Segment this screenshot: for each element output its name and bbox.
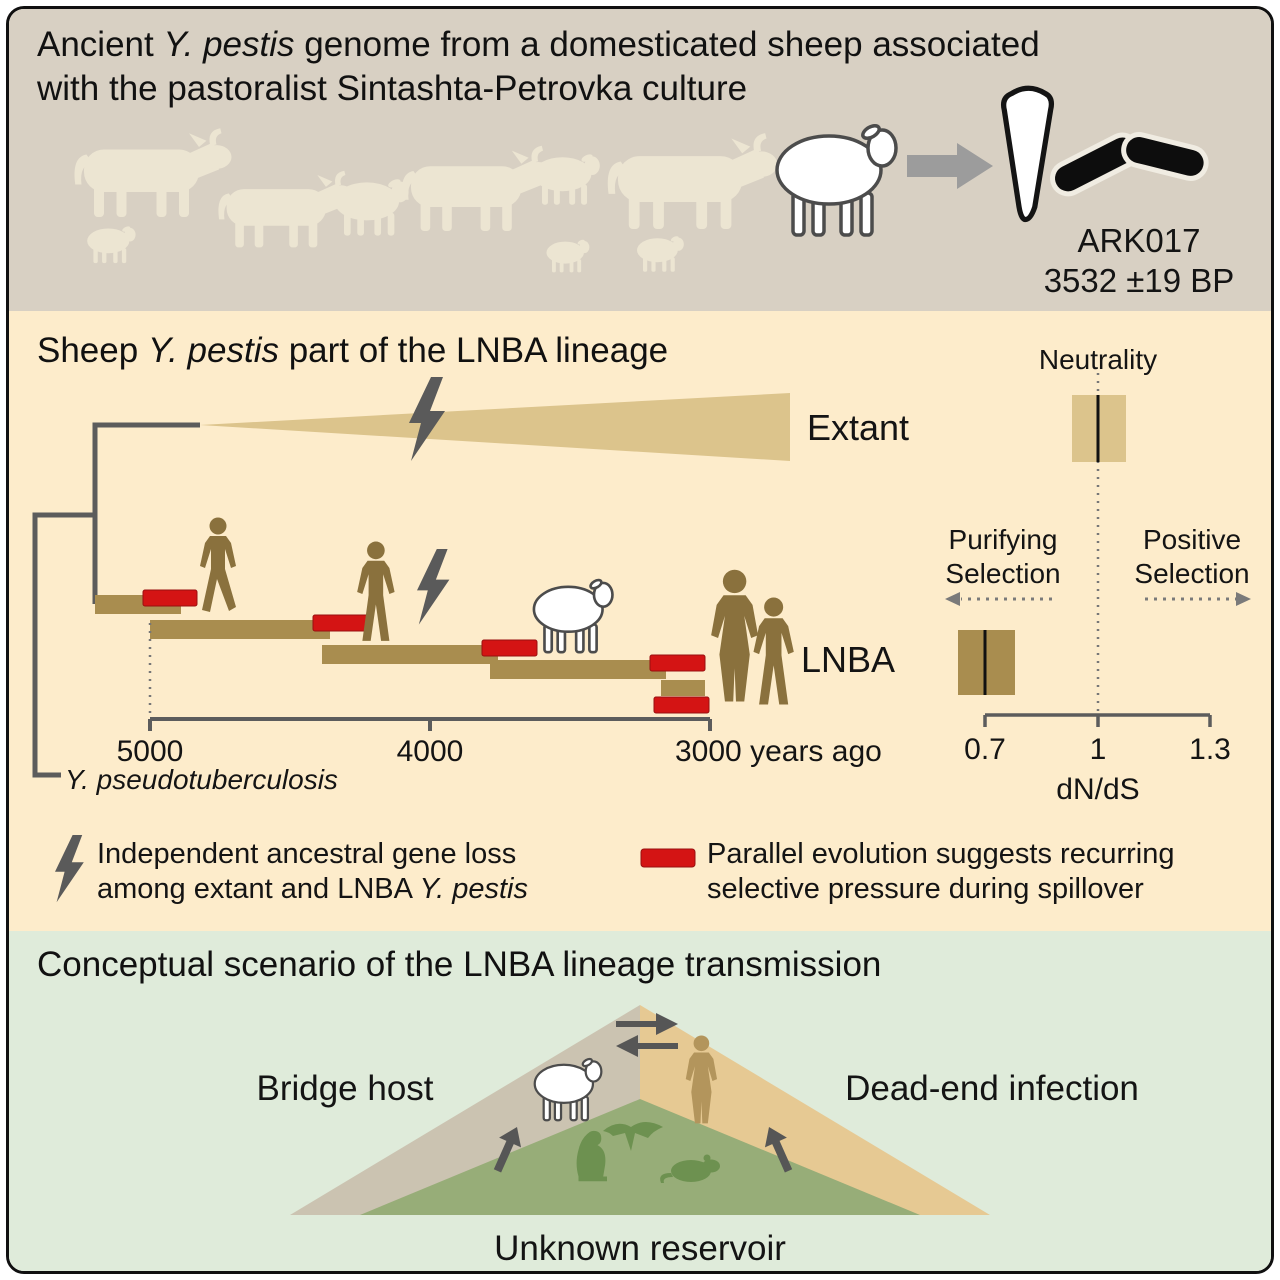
- bridge-host-label: Bridge host: [256, 1069, 434, 1108]
- purifying-arrow-head-icon: [945, 592, 960, 606]
- sample-id: ARK017: [1077, 222, 1201, 259]
- middle-title-pre: Sheep: [37, 331, 139, 370]
- middle-title: Sheep Y. pestis part of the LNBA lineage: [37, 329, 668, 373]
- human-host-3-silhouette: [711, 569, 759, 702]
- panel-sample-origin: Ancient Y. pestis genome from a domestic…: [9, 9, 1271, 311]
- graphical-abstract-frame: Ancient Y. pestis genome from a domestic…: [6, 6, 1274, 1274]
- sampled-sheep-silhouette: [775, 121, 898, 237]
- panel-transmission-scenario: Conceptual scenario of the LNBA lineage …: [9, 931, 1271, 1271]
- top-title: Ancient Y. pestis genome from a domestic…: [37, 23, 1040, 111]
- legend-gene-loss-line1: Independent ancestral gene loss: [97, 838, 517, 870]
- extant-clade-wedge: [200, 393, 790, 461]
- phylogeny-graphics: [32, 373, 1251, 903]
- livestock-herd-silhouettes: [74, 128, 778, 273]
- purifying-line2: Selection: [945, 558, 1061, 589]
- yersinia-bacteria-icon: [1047, 130, 1209, 199]
- timeline-tick-4000: 4000: [396, 735, 464, 768]
- bottom-title: Conceptual scenario of the LNBA lineage …: [37, 945, 882, 984]
- positive-arrow-head-icon: [1236, 592, 1251, 606]
- purifying-line1: Purifying: [948, 524, 1058, 555]
- sampling-arrow-icon: [907, 143, 993, 189]
- phylogenetic-tree-lines: [32, 422, 200, 778]
- middle-title-species: Y. pestis: [147, 331, 279, 370]
- timeline-axis: [148, 717, 712, 731]
- sample-info: ARK017 3532 ±19 BP: [1014, 221, 1264, 301]
- transmission-graphics: [290, 1005, 990, 1215]
- legend-parallel-line2: selective pressure during spillover: [707, 873, 1144, 905]
- human-host-4-silhouette: [753, 597, 794, 705]
- top-title-species: Y. pestis: [163, 25, 295, 64]
- neutrality-label: Neutrality: [1038, 344, 1158, 375]
- positive-line2: Selection: [1134, 558, 1250, 589]
- outgroup-label: Y. pseudotuberculosis: [65, 764, 338, 795]
- triangle-reservoir: [360, 1099, 920, 1215]
- dead-end-infection-label: Dead-end infection: [845, 1069, 1139, 1108]
- top-title-line2: with the pastoralist Sintashta-Petrovka …: [37, 69, 748, 108]
- middle-title-post: part of the LNBA lineage: [288, 331, 669, 370]
- dnds-axis: [983, 713, 1212, 727]
- legend-red-bar-icon: [640, 848, 696, 868]
- transmission-arrow-left-icon: [616, 1035, 678, 1057]
- dnds-tick-07: 0.7: [964, 733, 1006, 766]
- legend-parallel-line1: Parallel evolution suggests recurring: [707, 838, 1175, 870]
- legend-gene-loss-line2-pre: among extant and LNBA: [97, 873, 412, 905]
- dnds-tick-1: 1: [1089, 733, 1107, 766]
- legend-gene-loss-text: Independent ancestral gene loss among ex…: [97, 837, 528, 907]
- legend-gene-loss-species: Y. pestis: [419, 873, 529, 905]
- top-title-line1: Ancient Y. pestis genome from a domestic…: [37, 23, 1040, 67]
- dnds-tick-13: 1.3: [1189, 733, 1231, 766]
- lnba-branch-bars: [95, 595, 705, 696]
- timeline-tick-5000: 5000: [116, 735, 184, 768]
- transmission-arrow-right-icon: [616, 1013, 678, 1035]
- timeline-tick-3000: 3000 years ago: [675, 735, 882, 768]
- positive-line1: Positive: [1142, 524, 1242, 555]
- gene-loss-bolt-lnba-icon: [417, 549, 450, 625]
- top-panel-graphics: [74, 9, 1271, 273]
- top-title-post: genome from a domesticated sheep associa…: [304, 25, 1040, 64]
- parallel-evolution-markers: [142, 589, 710, 714]
- extant-label: Extant: [807, 407, 910, 448]
- legend-gene-loss-line2: among extant and LNBA Y. pestis: [97, 872, 528, 907]
- lnba-label: LNBA: [801, 639, 896, 680]
- human-host-1-silhouette: [200, 517, 236, 612]
- legend-parallel-text: Parallel evolution suggests recurring se…: [707, 837, 1174, 907]
- dnds-axis-label: dN/dS: [1056, 773, 1140, 806]
- legend-bolt-icon: [55, 835, 84, 903]
- sample-age: 3532 ±19 BP: [1043, 262, 1235, 299]
- top-title-pre: Ancient: [37, 25, 154, 64]
- unknown-reservoir-label: Unknown reservoir: [494, 1229, 786, 1268]
- sheep-host-silhouette: [532, 577, 614, 654]
- panel-phylogeny: Sheep Y. pestis part of the LNBA lineage…: [9, 311, 1271, 931]
